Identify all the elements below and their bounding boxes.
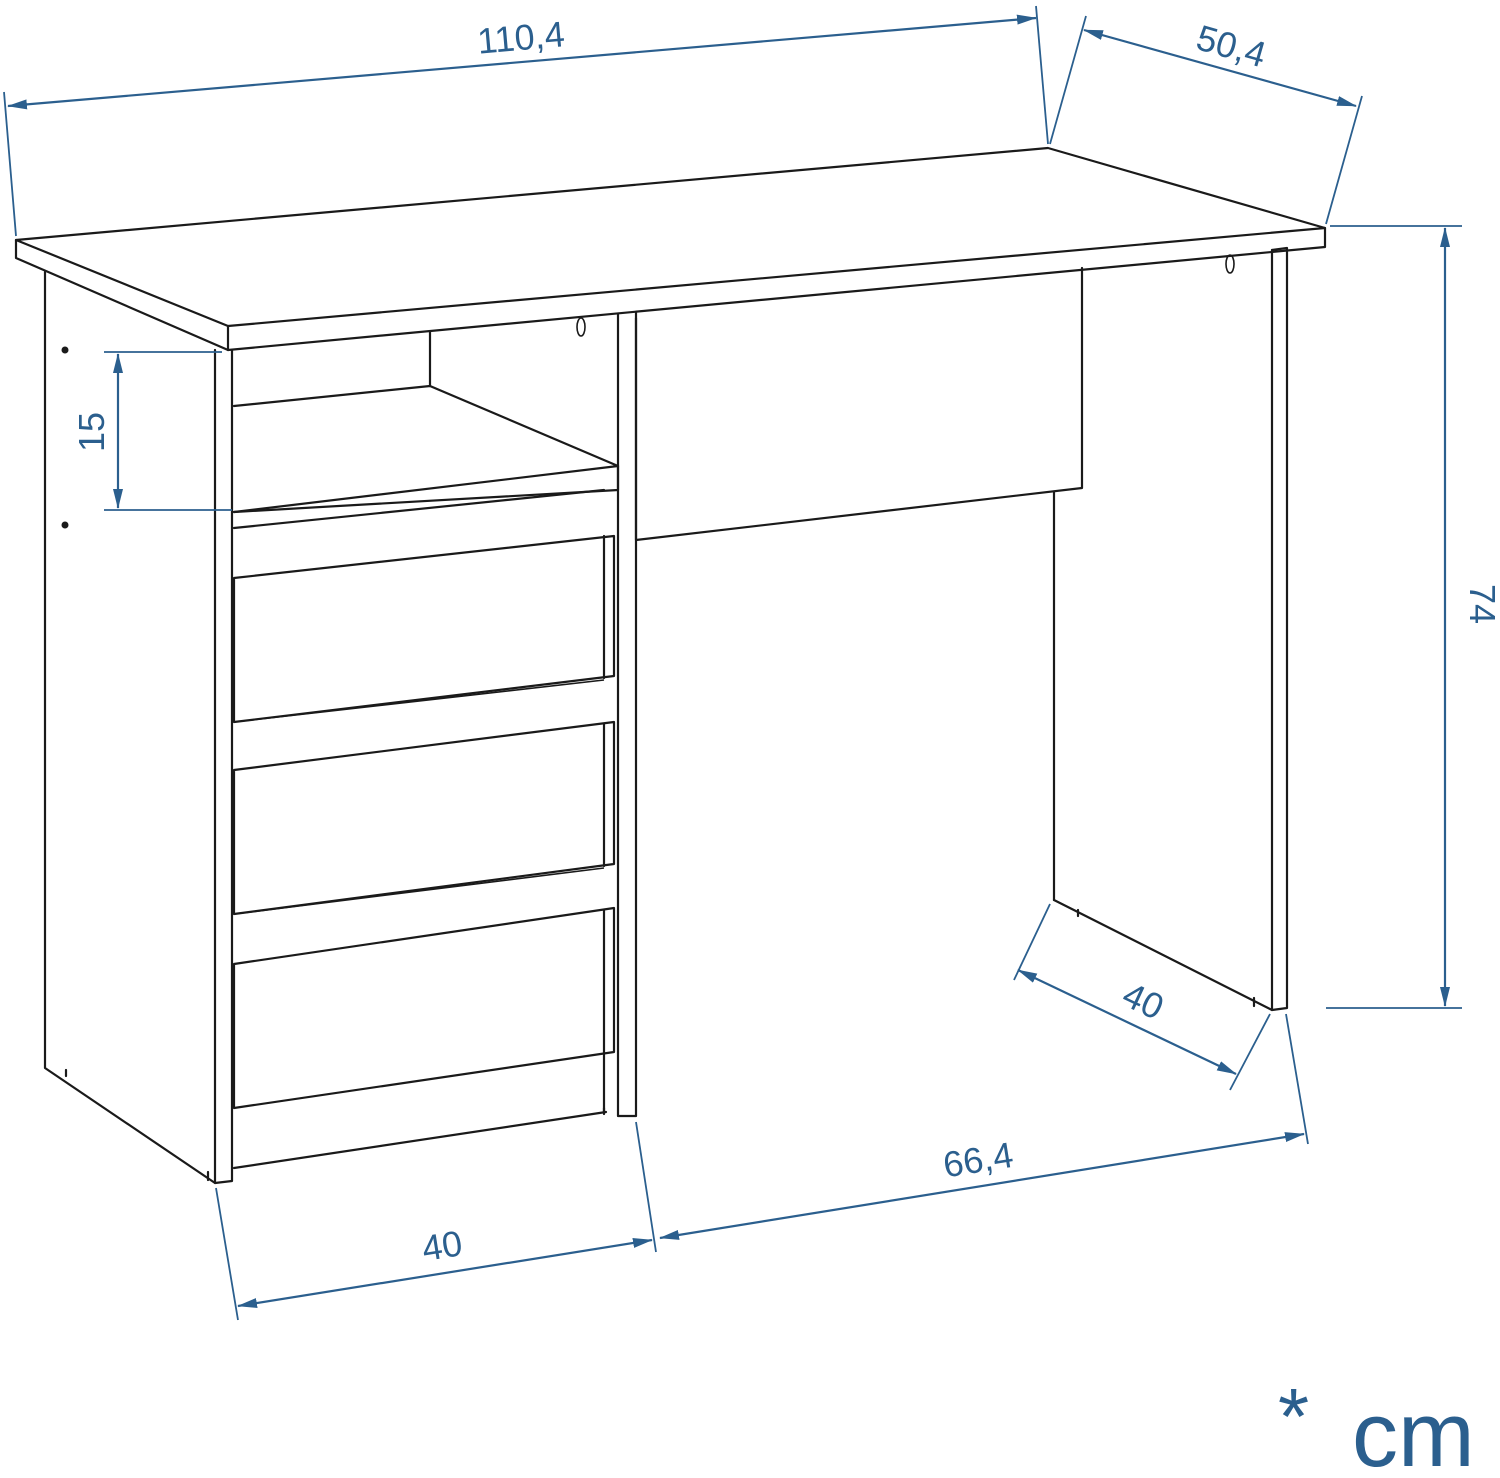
modesty-panel (634, 266, 1084, 902)
dimension-side-depth: 40 (1013, 903, 1271, 1091)
drawer-2 (232, 720, 616, 916)
label-cabinet-width: 40 (419, 1222, 465, 1269)
label-depth-top: 50,4 (1192, 17, 1271, 76)
open-shelf (232, 330, 620, 530)
unit-asterisk: * (1278, 1372, 1309, 1461)
drawer-3 (232, 906, 616, 1114)
dimension-leg-space: 66,4 (659, 1013, 1309, 1240)
label-leg-space: 66,4 (940, 1134, 1016, 1185)
desk-feet (64, 908, 1256, 1182)
dimension-height: 74 (1326, 225, 1500, 1009)
unit-label: cm (1352, 1384, 1475, 1478)
dimension-lines: 110,4 50,4 74 15 40 (3, 5, 1500, 1321)
drawers (232, 534, 616, 1170)
label-height: 74 (1462, 584, 1500, 624)
unit-note: * cm (1278, 1372, 1475, 1478)
dimension-width-top: 110,4 (3, 5, 1049, 237)
dimension-cabinet-width: 40 (215, 1121, 657, 1321)
right-leg-panel (1052, 246, 1289, 1012)
dimension-shelf-height: 15 (71, 351, 232, 511)
desk-top (14, 146, 1327, 352)
label-width-top: 110,4 (476, 13, 567, 61)
drawer-1 (232, 534, 616, 724)
desk-drawing (14, 146, 1327, 1185)
left-side-panel (43, 270, 234, 1185)
label-shelf-height: 15 (71, 412, 112, 452)
cabinet-divider-panel (576, 310, 638, 1118)
